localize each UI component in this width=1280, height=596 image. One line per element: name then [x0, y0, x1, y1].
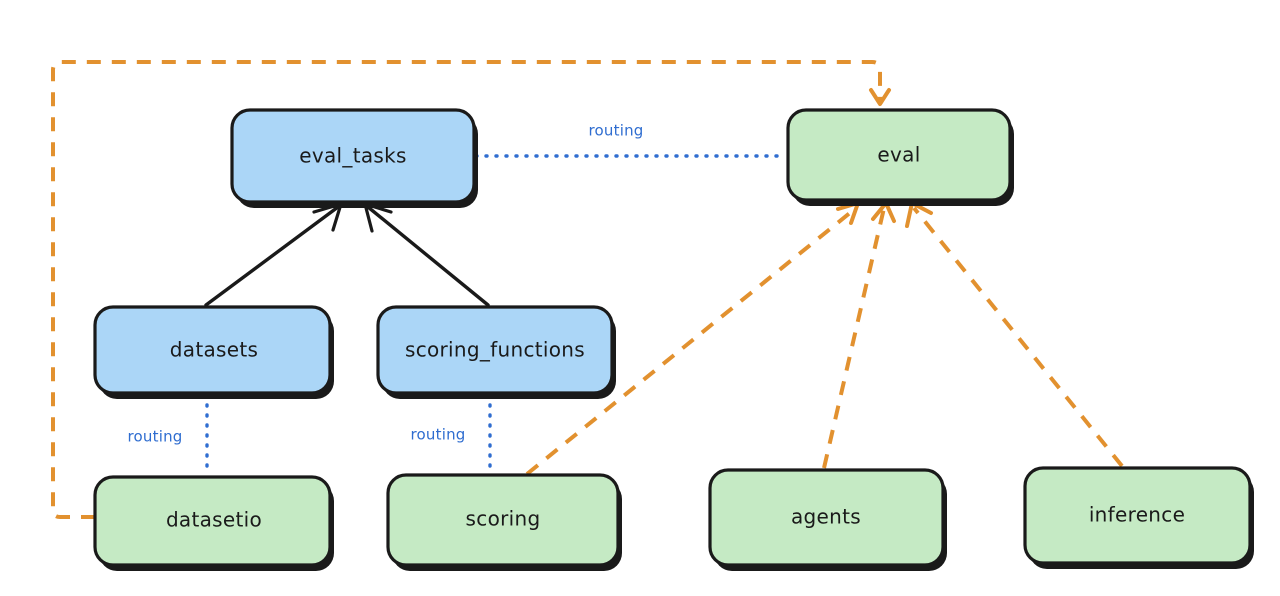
- node-label-inference: inference: [1089, 503, 1185, 527]
- node-inference[interactable]: inference: [1023, 466, 1254, 569]
- node-label-scoring-functions: scoring_functions: [405, 338, 585, 362]
- edge-datasets-to-eval_tasks: [204, 202, 343, 307]
- node-label-agents: agents: [791, 505, 861, 529]
- node-eval[interactable]: eval: [786, 108, 1014, 206]
- node-eval-tasks[interactable]: eval_tasks: [230, 108, 478, 208]
- node-label-eval: eval: [877, 143, 920, 167]
- edge-datasetio-to-eval: [51, 60, 891, 519]
- edge-label-routing-datasets: routing: [128, 428, 183, 446]
- node-scoring[interactable]: scoring: [386, 473, 622, 571]
- edge-label-routing-eval-tasks: routing: [589, 122, 644, 140]
- node-datasetio[interactable]: datasetio: [93, 475, 334, 571]
- node-label-datasets: datasets: [170, 338, 258, 362]
- node-datasets[interactable]: datasets: [93, 305, 334, 399]
- node-label-datasetio: datasetio: [166, 508, 262, 532]
- node-label-eval-tasks: eval_tasks: [299, 144, 406, 168]
- node-agents[interactable]: agents: [708, 468, 947, 571]
- edge-label-routing-scoring-functions: routing: [411, 426, 466, 444]
- edge-agents-to-eval: [822, 201, 896, 469]
- edge-scoring_functions-to-eval_tasks: [363, 202, 490, 307]
- edge-inference-to-eval: [905, 201, 1124, 468]
- node-scoring-functions[interactable]: scoring_functions: [376, 305, 616, 399]
- node-label-scoring: scoring: [466, 507, 541, 531]
